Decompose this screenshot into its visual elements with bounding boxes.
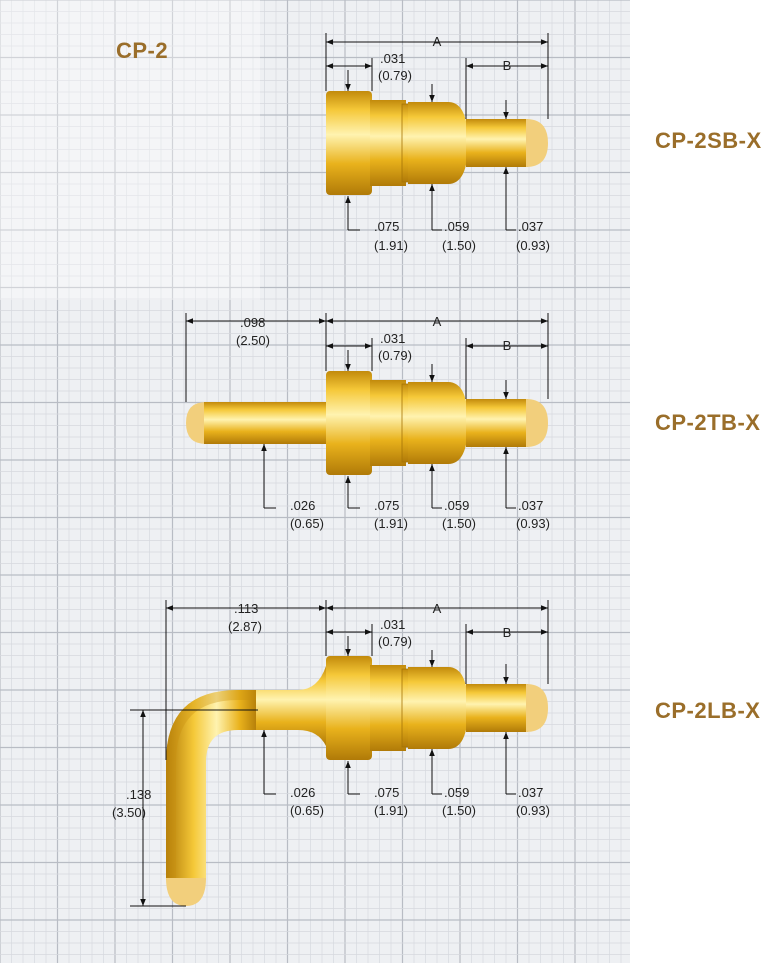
tail-tip [186, 402, 206, 444]
plunger-tip [526, 684, 548, 732]
plunger [466, 684, 528, 732]
dim-075-in: .075 [374, 498, 399, 513]
tail-bend [166, 690, 258, 880]
dim-tail-dia-mm: (0.65) [290, 516, 324, 531]
tail-bend-shade [166, 690, 258, 880]
dim-b-label: B [503, 338, 512, 353]
dim-a-label: A [433, 34, 442, 49]
dim-drop-mm: (3.50) [112, 805, 146, 820]
dim-059-mm: (1.50) [442, 516, 476, 531]
dim-031-mm: (0.79) [378, 68, 412, 83]
barrel-nose [408, 382, 468, 464]
dims-cp-2lb [130, 600, 549, 907]
barrel-body [370, 100, 406, 186]
dim-tail-len-mm: (2.87) [228, 619, 262, 634]
plunger-tip [526, 399, 548, 447]
dim-tail-len-mm: (2.50) [236, 333, 270, 348]
barrel-flange [326, 91, 372, 195]
dim-075-in: .075 [374, 785, 399, 800]
barrel-body [370, 380, 406, 466]
plunger-tip [526, 119, 548, 167]
dim-031-in: .031 [380, 331, 405, 346]
dim-b-label: B [503, 58, 512, 73]
dim-075-mm: (1.91) [374, 516, 408, 531]
barrel-body [370, 665, 406, 751]
variant-label-tb: CP-2TB-X [655, 410, 761, 435]
dim-037-in: .037 [518, 498, 543, 513]
dim-037-in: .037 [518, 219, 543, 234]
part-cp-2tb [186, 371, 548, 475]
dim-037-mm: (0.93) [516, 238, 550, 253]
series-title: CP-2 [116, 38, 169, 63]
dim-tail-len-in: .113 [234, 601, 258, 616]
part-cp-2lb [166, 656, 548, 906]
barrel-flange [326, 371, 372, 475]
dim-059-in: .059 [444, 785, 469, 800]
dims-cp-2tb [185, 313, 549, 509]
dim-059-mm: (1.50) [442, 803, 476, 818]
dim-031-mm: (0.79) [378, 634, 412, 649]
barrel-nose [408, 102, 468, 184]
dim-tail-dia-in: .026 [290, 785, 315, 800]
dim-059-in: .059 [444, 219, 469, 234]
dim-075-mm: (1.91) [374, 803, 408, 818]
dim-a-label: A [433, 314, 442, 329]
dim-059-mm: (1.50) [442, 238, 476, 253]
dim-drop-in: .138 [126, 787, 151, 802]
tail-collar [256, 666, 326, 746]
plunger [466, 399, 528, 447]
dim-tail-dia-in: .026 [290, 498, 315, 513]
dim-037-mm: (0.93) [516, 803, 550, 818]
plunger [466, 119, 528, 167]
dim-tail-len-in: .098 [240, 315, 265, 330]
dim-031-in: .031 [380, 617, 405, 632]
tail [204, 402, 328, 444]
tail-tip [166, 878, 206, 906]
dim-075-in: .075 [374, 219, 399, 234]
dim-031-in: .031 [380, 51, 405, 66]
dim-037-in: .037 [518, 785, 543, 800]
dim-075-mm: (1.91) [374, 238, 408, 253]
dim-059-in: .059 [444, 498, 469, 513]
barrel-flange [326, 656, 372, 760]
grid-fade [0, 0, 260, 300]
dim-tail-dia-mm: (0.65) [290, 803, 324, 818]
dims-cp-2sb [325, 33, 549, 231]
part-cp-2sb [326, 91, 548, 195]
variant-label-sb: CP-2SB-X [655, 128, 762, 153]
dim-037-mm: (0.93) [516, 516, 550, 531]
dim-a-label: A [433, 601, 442, 616]
variant-label-lb: CP-2LB-X [655, 698, 761, 723]
barrel-nose [408, 667, 468, 749]
dim-031-mm: (0.79) [378, 348, 412, 363]
dim-b-label: B [503, 625, 512, 640]
